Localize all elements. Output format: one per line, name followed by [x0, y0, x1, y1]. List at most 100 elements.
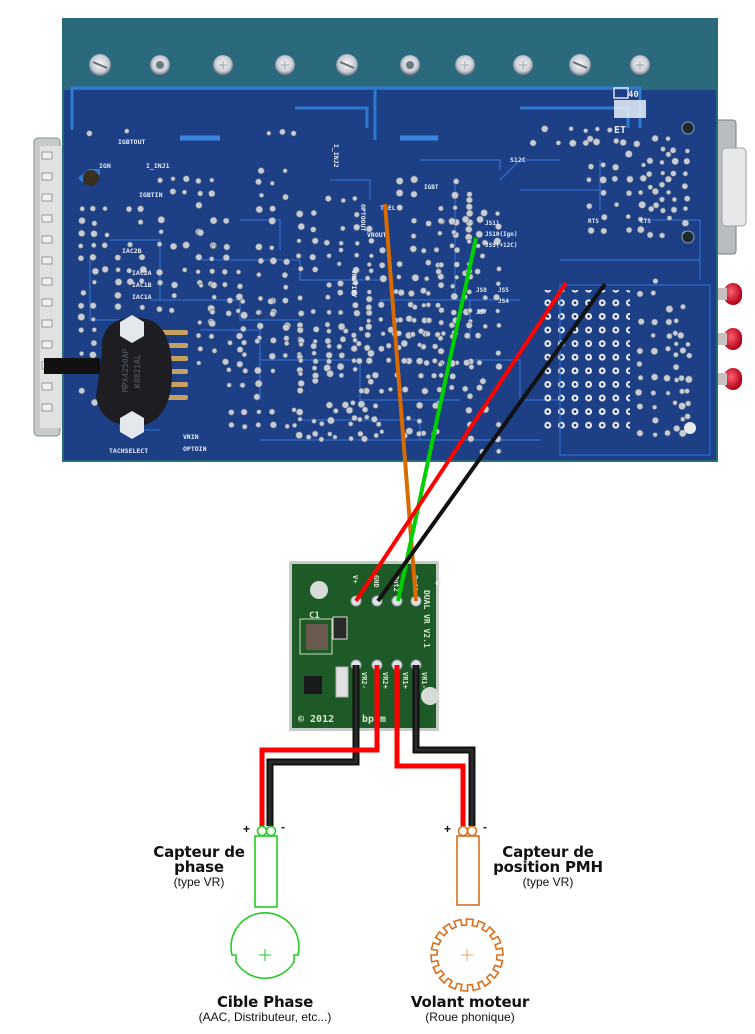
via — [366, 318, 372, 324]
via — [368, 253, 374, 259]
vr-pin-top-label: GND — [372, 575, 380, 588]
status-leds — [715, 283, 742, 390]
via — [101, 265, 109, 274]
via — [370, 415, 378, 423]
via — [423, 359, 430, 367]
via — [223, 243, 231, 251]
via — [241, 339, 248, 346]
via — [476, 215, 484, 224]
via — [633, 140, 641, 148]
via — [619, 138, 627, 147]
via — [156, 241, 163, 247]
sensor-pin — [158, 330, 188, 335]
via — [337, 309, 344, 316]
via — [365, 357, 373, 365]
via — [378, 345, 385, 353]
via — [211, 347, 218, 354]
via — [410, 175, 419, 184]
via — [91, 279, 97, 285]
phase-sensor-body — [254, 835, 278, 908]
via — [663, 374, 671, 382]
via — [361, 406, 369, 413]
via — [290, 130, 297, 137]
via — [291, 407, 297, 413]
via — [555, 140, 562, 146]
via — [345, 406, 354, 414]
via — [375, 421, 382, 428]
via — [378, 261, 386, 269]
via — [182, 175, 190, 183]
via — [686, 352, 693, 359]
phase-sensor-title-line2: phase — [174, 858, 224, 876]
via — [78, 387, 86, 395]
board-to-board-wires — [354, 203, 607, 603]
via — [495, 363, 503, 371]
via — [114, 303, 122, 311]
via — [431, 372, 438, 379]
via — [659, 207, 666, 214]
via — [650, 347, 659, 356]
via — [325, 351, 333, 359]
via — [495, 421, 502, 428]
via — [195, 269, 201, 275]
silk-js9: JS9(+12C) — [485, 242, 518, 249]
via — [295, 431, 304, 440]
via — [476, 384, 483, 392]
via — [89, 253, 97, 261]
via — [684, 413, 691, 420]
screw-slot — [92, 61, 108, 69]
via — [311, 350, 317, 356]
via — [326, 416, 335, 425]
pmh-sensor-title-line2: position PMH — [493, 858, 603, 876]
phase-sensor — [230, 825, 300, 979]
via — [466, 191, 473, 198]
via — [297, 379, 305, 388]
via — [583, 128, 589, 134]
via — [297, 310, 305, 317]
db25-pin — [41, 340, 53, 349]
via — [228, 421, 235, 429]
via — [647, 184, 654, 190]
via — [353, 309, 361, 317]
via — [420, 247, 427, 254]
via — [683, 195, 691, 202]
via — [254, 338, 261, 344]
via — [358, 387, 365, 394]
via — [352, 195, 358, 202]
via — [625, 226, 633, 234]
silk-ign: IGN — [99, 162, 111, 170]
via — [281, 271, 289, 279]
via — [425, 259, 432, 266]
via — [448, 384, 455, 391]
via — [449, 243, 455, 249]
via — [678, 402, 686, 410]
via — [195, 177, 202, 185]
via — [476, 359, 483, 366]
via — [373, 432, 380, 439]
via — [474, 268, 481, 275]
flywheel-subtitle: (Roue phonique) — [425, 1010, 515, 1024]
phase-terminal-minus — [265, 825, 277, 837]
db25-pin — [41, 382, 53, 391]
via — [600, 161, 606, 168]
via — [351, 275, 357, 281]
pcb-trace — [640, 219, 701, 280]
via — [451, 229, 457, 235]
via — [89, 302, 97, 310]
via — [599, 175, 607, 184]
via — [665, 136, 671, 142]
via — [410, 217, 418, 224]
via — [311, 372, 319, 380]
via — [626, 175, 634, 184]
via — [253, 393, 261, 401]
silk-optoout: OPTOOUT — [359, 204, 367, 231]
via — [89, 205, 96, 212]
via — [417, 372, 425, 379]
db25-pin — [41, 277, 53, 286]
via — [209, 256, 215, 262]
via — [339, 335, 347, 343]
pcb-trace — [330, 179, 371, 200]
via — [336, 261, 342, 267]
via — [637, 318, 645, 326]
